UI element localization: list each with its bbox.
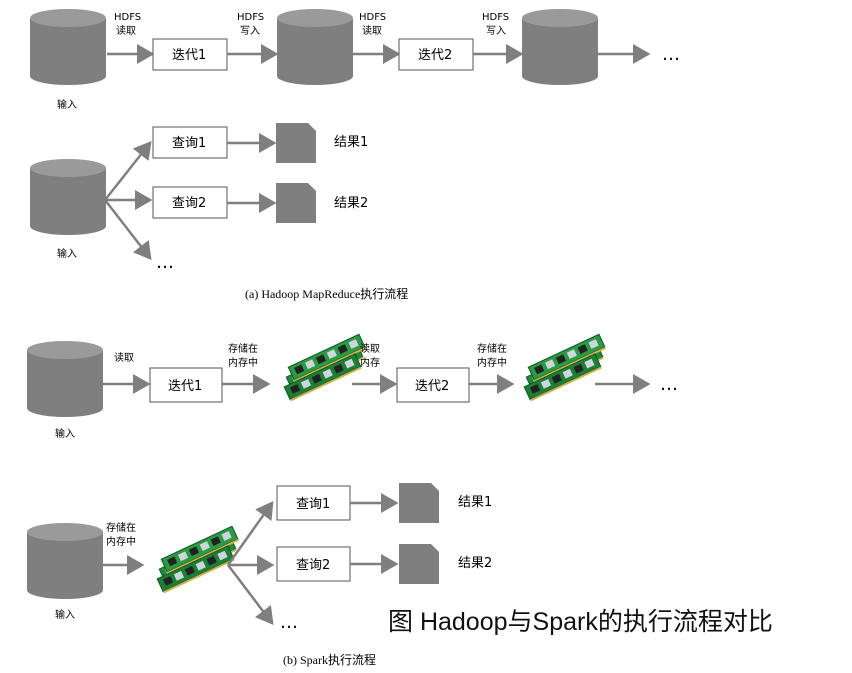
ellipsis: … — [660, 374, 679, 395]
document-icon — [276, 183, 316, 223]
arrow — [104, 199, 152, 260]
store-label-line2: 内存中 — [106, 535, 136, 548]
read-label: 读取 — [116, 24, 136, 37]
arrow — [104, 141, 152, 201]
arrow — [227, 564, 274, 625]
arrow — [226, 500, 274, 566]
input-database-icon — [27, 341, 103, 417]
hdfs-database-icon — [277, 9, 353, 85]
memory-read-label-line2: 内存 — [360, 356, 380, 369]
document-icon — [276, 123, 316, 163]
store-label-line2: 内存中 — [228, 356, 258, 369]
read-label: 读取 — [114, 351, 134, 364]
iteration-2-box — [398, 38, 474, 71]
result-2-label: 结果2 — [458, 556, 492, 571]
input-label: 输入 — [55, 427, 75, 440]
caption-b: (b) Spark执行流程 — [283, 652, 376, 667]
query-2-box — [152, 186, 228, 219]
caption-a: (a) Hadoop MapReduce执行流程 — [245, 286, 408, 301]
query-1-label: 查询1 — [296, 497, 330, 512]
iteration-1-label: 迭代1 — [172, 48, 206, 63]
ellipsis: … — [280, 612, 299, 633]
query-1-label: 查询1 — [172, 136, 206, 151]
iteration-2-label: 迭代2 — [418, 48, 452, 63]
iteration-2-box — [396, 367, 470, 403]
hdfs-label: HDFS — [359, 12, 386, 23]
figure-title: 图 Hadoop与Spark的执行流程对比 — [388, 608, 773, 636]
input-label: 输入 — [57, 247, 77, 260]
ram-module-icon — [516, 333, 613, 402]
store-label-line1: 存储在 — [106, 521, 136, 534]
write-label: 写入 — [486, 25, 506, 37]
iteration-2-label: 迭代2 — [415, 379, 449, 394]
iteration-1-label: 迭代1 — [168, 379, 202, 394]
input-label: 输入 — [57, 98, 77, 111]
query-1-box — [276, 485, 351, 521]
read-label: 读取 — [362, 24, 382, 37]
memory-read-label-line1: 读取 — [360, 342, 380, 355]
result-1-label: 结果1 — [334, 135, 368, 150]
input-database-icon — [30, 9, 106, 85]
ram-module-icon — [276, 333, 373, 402]
document-icon — [399, 483, 439, 523]
document-icon — [399, 544, 439, 584]
iteration-1-box — [149, 367, 223, 403]
query-2-label: 查询2 — [172, 196, 206, 211]
query-2-box — [276, 546, 351, 582]
hdfs-label: HDFS — [114, 12, 141, 23]
store-label-line2: 内存中 — [477, 356, 507, 369]
ellipsis: … — [662, 44, 681, 65]
result-1-label: 结果1 — [458, 495, 492, 510]
hdfs-database-icon — [522, 9, 598, 85]
input-database-icon — [27, 523, 103, 599]
store-label-line1: 存储在 — [477, 342, 507, 355]
input-label: 输入 — [55, 608, 75, 621]
write-label: 写入 — [240, 25, 260, 37]
result-2-label: 结果2 — [334, 196, 368, 211]
store-label-line1: 存储在 — [228, 342, 258, 355]
hdfs-label: HDFS — [237, 12, 264, 23]
hdfs-label: HDFS — [482, 12, 509, 23]
input-database-icon — [30, 159, 106, 235]
ellipsis: … — [156, 252, 175, 273]
query-2-label: 查询2 — [296, 558, 330, 573]
